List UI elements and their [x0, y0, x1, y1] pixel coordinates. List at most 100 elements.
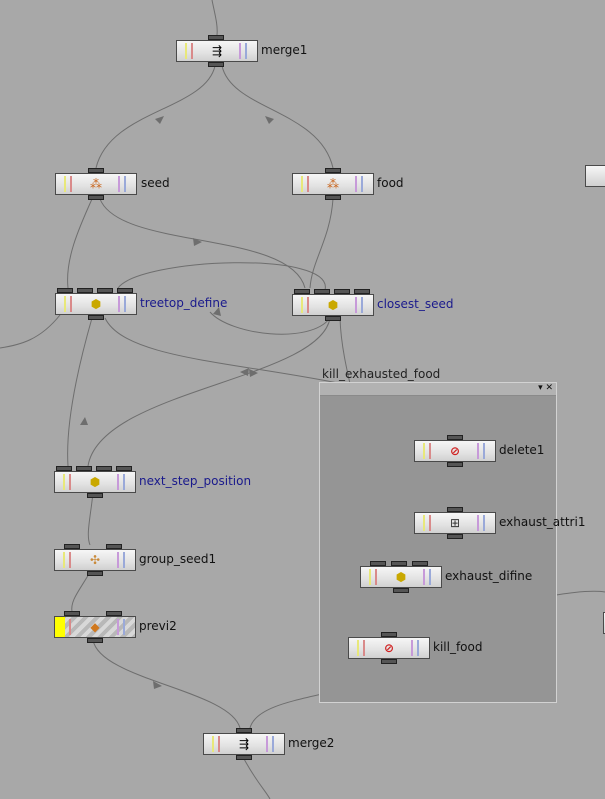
input-port[interactable] — [325, 168, 341, 173]
arrow — [265, 116, 274, 124]
output-port[interactable] — [447, 462, 463, 467]
wire-seed-closest — [99, 198, 306, 289]
node-label: group_seed1 — [139, 552, 217, 566]
input-port[interactable] — [57, 288, 73, 293]
node-body[interactable] — [292, 294, 374, 316]
input-port[interactable] — [106, 544, 122, 549]
group-icon: ✣ — [89, 553, 101, 567]
network-box-controls[interactable]: ▾ ✕ — [538, 383, 553, 393]
input-port[interactable] — [56, 466, 72, 471]
input-port[interactable] — [64, 611, 80, 616]
display-flag[interactable] — [55, 617, 65, 637]
node-body[interactable] — [360, 566, 442, 588]
node-label: delete1 — [499, 443, 545, 457]
point-generate-icon: ⁂ — [327, 177, 339, 191]
node-body[interactable] — [55, 173, 137, 195]
delete-icon: ⊘ — [449, 444, 461, 458]
wrangle-icon: ⬢ — [90, 297, 102, 311]
input-port[interactable] — [106, 611, 122, 616]
input-port[interactable] — [294, 289, 310, 294]
input-port[interactable] — [64, 544, 80, 549]
node-label: kill_food — [433, 640, 483, 654]
output-port[interactable] — [208, 62, 224, 67]
wire-closest-loop2 — [209, 311, 331, 335]
input-port[interactable] — [236, 728, 252, 733]
input-port[interactable] — [208, 35, 224, 40]
output-port[interactable] — [236, 755, 252, 760]
wire-treetop-next — [67, 317, 93, 467]
wrangle-icon: ⬢ — [395, 570, 407, 584]
offscreen-node[interactable] — [603, 612, 605, 634]
input-port[interactable] — [77, 288, 93, 293]
wire-merge2-bottom — [242, 756, 271, 799]
node-label: treetop_define — [140, 296, 228, 310]
arrow — [155, 116, 164, 124]
node-body[interactable] — [55, 293, 137, 315]
output-port[interactable] — [393, 588, 409, 593]
output-port[interactable] — [88, 195, 104, 200]
output-port[interactable] — [87, 571, 103, 576]
wire-closest-next — [87, 317, 331, 467]
input-port[interactable] — [97, 288, 113, 293]
input-port[interactable] — [381, 632, 397, 637]
output-port[interactable] — [87, 638, 103, 643]
wire-seed-treetop — [67, 198, 93, 289]
node-body[interactable] — [292, 173, 374, 195]
output-port[interactable] — [325, 316, 341, 321]
output-port[interactable] — [325, 195, 341, 200]
output-port[interactable] — [87, 493, 103, 498]
network-box-header[interactable]: ▾ ✕ — [320, 383, 556, 396]
node-body[interactable] — [414, 440, 496, 462]
input-port[interactable] — [391, 561, 407, 566]
wire-next-group — [87, 492, 94, 546]
input-port[interactable] — [447, 507, 463, 512]
output-port[interactable] — [88, 315, 104, 320]
delete-icon: ⊘ — [383, 641, 395, 655]
output-port[interactable] — [381, 659, 397, 664]
wrangle-icon: ⬢ — [327, 298, 339, 312]
node-label: closest_seed — [377, 297, 454, 311]
input-port[interactable] — [314, 289, 330, 294]
node-body[interactable] — [203, 733, 285, 755]
input-port[interactable] — [88, 168, 104, 173]
node-label: merge2 — [288, 736, 335, 750]
node-body[interactable] — [414, 512, 496, 534]
visualize-icon: ◆ — [90, 620, 100, 634]
input-port[interactable] — [412, 561, 428, 566]
node-body[interactable] — [54, 616, 136, 638]
node-label: food — [377, 176, 404, 190]
wire-group-previ2 — [71, 571, 91, 613]
input-port[interactable] — [354, 289, 370, 294]
wire-food-closest — [309, 198, 334, 289]
node-body[interactable] — [54, 549, 136, 571]
arrow — [249, 369, 258, 377]
input-port[interactable] — [447, 435, 463, 440]
input-port[interactable] — [117, 288, 133, 293]
network-box-title: kill_exhausted_food — [322, 367, 441, 381]
input-port[interactable] — [334, 289, 350, 294]
input-port[interactable] — [76, 466, 92, 471]
arrow — [80, 417, 88, 425]
input-port[interactable] — [96, 466, 112, 471]
attribute-create-icon: ⊞ — [449, 516, 461, 530]
output-port[interactable] — [447, 534, 463, 539]
node-body[interactable] — [176, 40, 258, 62]
node-label: merge1 — [261, 43, 308, 57]
wrangle-icon: ⬢ — [89, 475, 101, 489]
wire-previ2-merge2 — [92, 639, 241, 729]
node-body[interactable] — [54, 471, 136, 493]
node-label: seed — [141, 176, 170, 190]
input-port[interactable] — [116, 466, 132, 471]
wire-top-merge1 — [211, 0, 218, 36]
arrow — [240, 368, 249, 376]
arrow — [193, 238, 202, 246]
wire-merge1-food — [221, 65, 334, 169]
merge-icon: ⇶ — [238, 737, 250, 751]
input-port[interactable] — [370, 561, 386, 566]
offscreen-node[interactable] — [585, 165, 605, 187]
wire-treetop-left — [0, 314, 61, 349]
node-label: next_step_position — [139, 474, 252, 488]
node-body[interactable] — [348, 637, 430, 659]
wire-closest-treetop-loop — [117, 262, 326, 291]
